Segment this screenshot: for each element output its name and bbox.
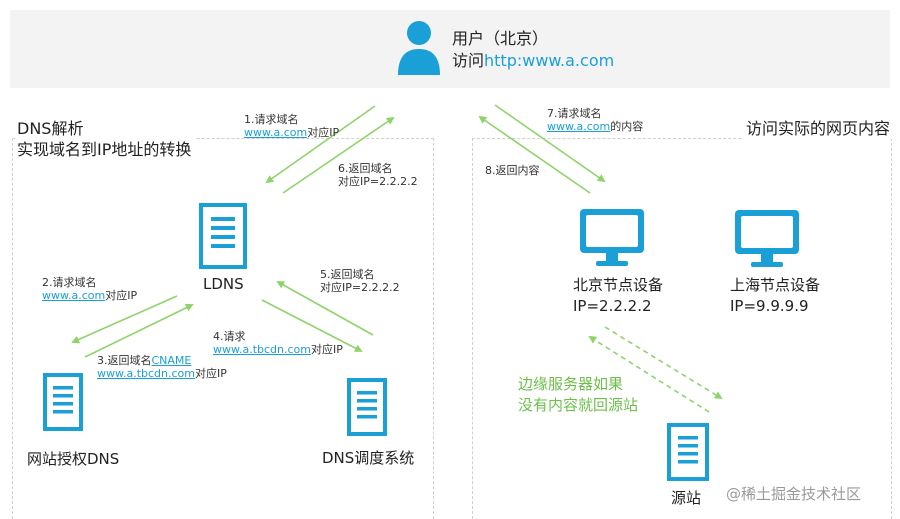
arrow-step8 [478, 115, 591, 194]
step3-prefix: 3.返回域名 [97, 354, 152, 367]
step3-suffix: 对应IP [195, 367, 227, 380]
step4-suffix: 对应IP [311, 343, 343, 356]
ldns-server-icon [199, 203, 247, 269]
origin-label: 源站 [671, 489, 702, 507]
step7-line1: 7.请求域名 [547, 107, 602, 120]
step2-suffix: 对应IP [105, 289, 138, 302]
arrow-step6 [282, 116, 395, 194]
step2-label: 2.请求域名 www.a.com对应IP [42, 276, 137, 302]
beijing-node: 北京节点设备 IP=2.2.2.2 [573, 275, 663, 317]
auth-dns-server-icon [43, 373, 83, 431]
arrow-step4 [261, 299, 363, 352]
dns-panel-title: DNS解析 实现域名到IP地址的转换 [17, 118, 196, 160]
user-caption: 用户（北京） 访问http:www.a.com [452, 28, 614, 72]
step6-label: 6.返回域名 对应IP=2.2.2.2 [338, 162, 418, 188]
arrow-step2 [71, 295, 178, 344]
shanghai-node: 上海节点设备 IP=9.9.9.9 [730, 275, 820, 317]
step7-label: 7.请求域名 www.a.com的内容 [547, 107, 643, 133]
step1-link: www.a.com [244, 126, 308, 139]
step2-line1: 2.请求域名 [42, 276, 97, 289]
step1-suffix: 对应IP [307, 126, 340, 139]
step6-line2: 对应IP=2.2.2.2 [338, 175, 418, 188]
step5-line1: 5.返回域名 [320, 268, 375, 281]
step1-line1: 1.请求域名 [244, 113, 299, 126]
ldns-label: LDNS [203, 275, 244, 293]
step1-label: 1.请求域名 www.a.com对应IP [244, 113, 339, 139]
arrow-origin-up [588, 335, 710, 413]
auth-dns-label: 网站授权DNS [27, 450, 120, 468]
content-panel [472, 138, 892, 519]
arrow-origin-down [604, 326, 723, 400]
step5-line2: 对应IP=2.2.2.2 [320, 281, 400, 294]
step3-cname: CNAME [151, 354, 192, 367]
shanghai-node-ip: IP=9.9.9.9 [730, 297, 809, 315]
step4-link: www.a.tbcdn.com [213, 343, 312, 356]
user-request-prefix: 访问 [452, 51, 485, 70]
beijing-node-name: 北京节点设备 [573, 276, 664, 294]
step7-link: www.a.com [547, 120, 611, 133]
dns-panel [12, 138, 434, 519]
arrow-step5 [276, 281, 374, 336]
step5-label: 5.返回域名 对应IP=2.2.2.2 [320, 268, 400, 294]
step3-link: www.a.tbcdn.com [97, 367, 196, 380]
dns-title-line2: 实现域名到IP地址的转换 [17, 140, 192, 159]
step3-line1: 3.返回域名CNAME [97, 354, 227, 367]
user-request-link: http:www.a.com [484, 51, 615, 70]
step6-line1: 6.返回域名 [338, 162, 393, 175]
beijing-monitor-icon [580, 209, 644, 266]
step2-line2: www.a.com对应IP [42, 289, 137, 302]
shanghai-monitor-icon [735, 210, 799, 267]
dns-title-line1: DNS解析 [17, 119, 84, 138]
step3-line2: www.a.tbcdn.com对应IP [97, 367, 227, 380]
step3-label: 3.返回域名CNAME www.a.tbcdn.com对应IP [97, 354, 227, 380]
step8-label: 8.返回内容 [485, 164, 540, 177]
sched-dns-label: DNS调度系统 [322, 449, 415, 467]
arrow-step1 [265, 105, 376, 184]
beijing-node-ip: IP=2.2.2.2 [573, 297, 652, 315]
edge-note: 边缘服务器如果 没有内容就回源站 [518, 374, 638, 416]
user-request: 访问http:www.a.com [452, 50, 614, 72]
edge-note-line2: 没有内容就回源站 [518, 396, 639, 414]
step4-line2: www.a.tbcdn.com对应IP [213, 343, 343, 356]
step4-line1: 4.请求 [213, 330, 246, 343]
origin-server-icon [667, 423, 709, 481]
user-icon [398, 21, 440, 75]
step2-link: www.a.com [42, 289, 106, 302]
edge-note-line1: 边缘服务器如果 [518, 375, 624, 393]
content-panel-title: 访问实际的网页内容 [742, 118, 895, 139]
step7-line2: www.a.com的内容 [547, 120, 643, 133]
user-location: 用户（北京） [452, 29, 549, 48]
sched-dns-server-icon [347, 378, 387, 436]
watermark: @稀土掘金技术社区 [726, 485, 862, 503]
arrow-step3 [84, 304, 194, 358]
user-band [10, 10, 890, 88]
step1-line2: www.a.com对应IP [244, 126, 339, 139]
step4-label: 4.请求 www.a.tbcdn.com对应IP [213, 330, 343, 356]
arrow-step7 [494, 104, 606, 183]
shanghai-node-name: 上海节点设备 [730, 276, 821, 294]
step7-suffix: 的内容 [610, 120, 644, 133]
